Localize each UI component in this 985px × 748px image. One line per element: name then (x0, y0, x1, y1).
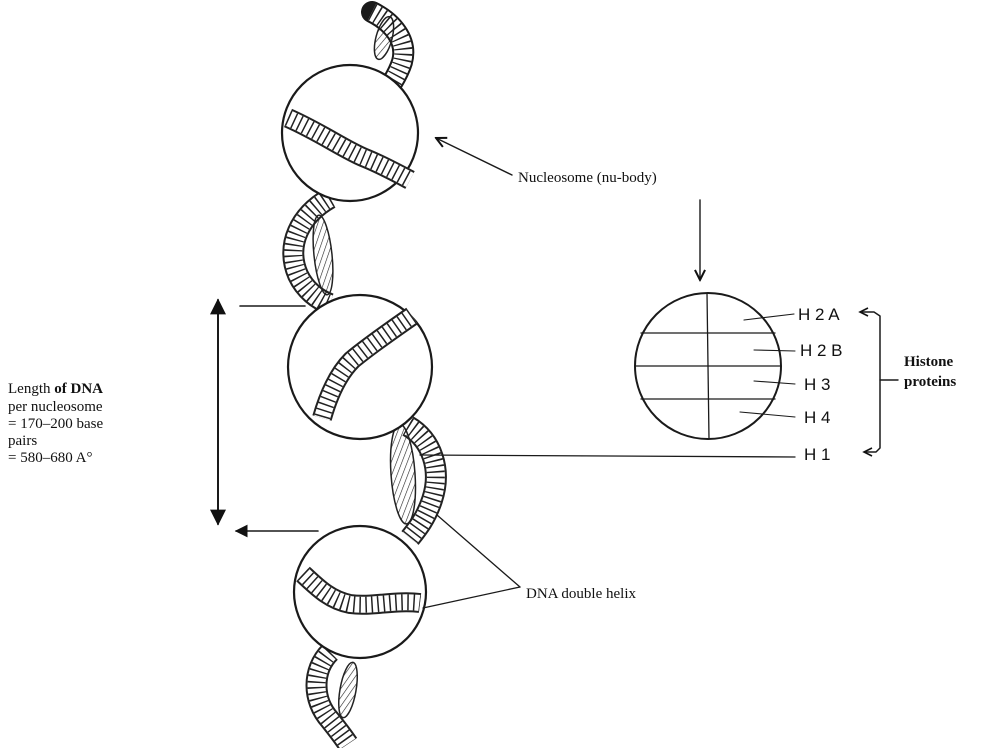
svg-text:Length of DNA: Length of DNA (8, 381, 103, 397)
svg-text:= 580–680 A°: = 580–680 A° (8, 450, 92, 466)
nucleosome-3 (294, 526, 426, 658)
h2b-label: H 2 B (800, 341, 843, 360)
svg-text:= 170–200 base: = 170–200 base (8, 416, 103, 432)
svg-text:per nucleosome: per nucleosome (8, 399, 103, 415)
nucleosome-callout: Nucleosome (nu-body) (436, 138, 700, 280)
histone-octamer (420, 293, 795, 457)
length-label: Length of DNA per nucleosome = 170–200 b… (8, 381, 103, 466)
h3-label: H 3 (804, 375, 830, 394)
nucleosome-label: Nucleosome (nu-body) (518, 170, 657, 186)
h4-label: H 4 (804, 408, 830, 427)
h1-label: H 1 (804, 445, 830, 464)
h2a-label: H 2 A (798, 305, 840, 324)
histone-proteins-label-line1: Histone (904, 354, 954, 370)
svg-text:pairs: pairs (8, 433, 37, 449)
nucleosome-2 (288, 295, 432, 439)
dna-helix-label: DNA double helix (526, 586, 636, 602)
histone-labels: H 2 A H 2 B H 3 H 4 H 1 (798, 305, 843, 464)
histone-proteins-label-line2: proteins (904, 374, 956, 390)
nucleosome-1 (282, 65, 418, 201)
histone-bracket: Histone proteins (860, 308, 956, 456)
dna-helix-callout: DNA double helix (423, 515, 636, 608)
